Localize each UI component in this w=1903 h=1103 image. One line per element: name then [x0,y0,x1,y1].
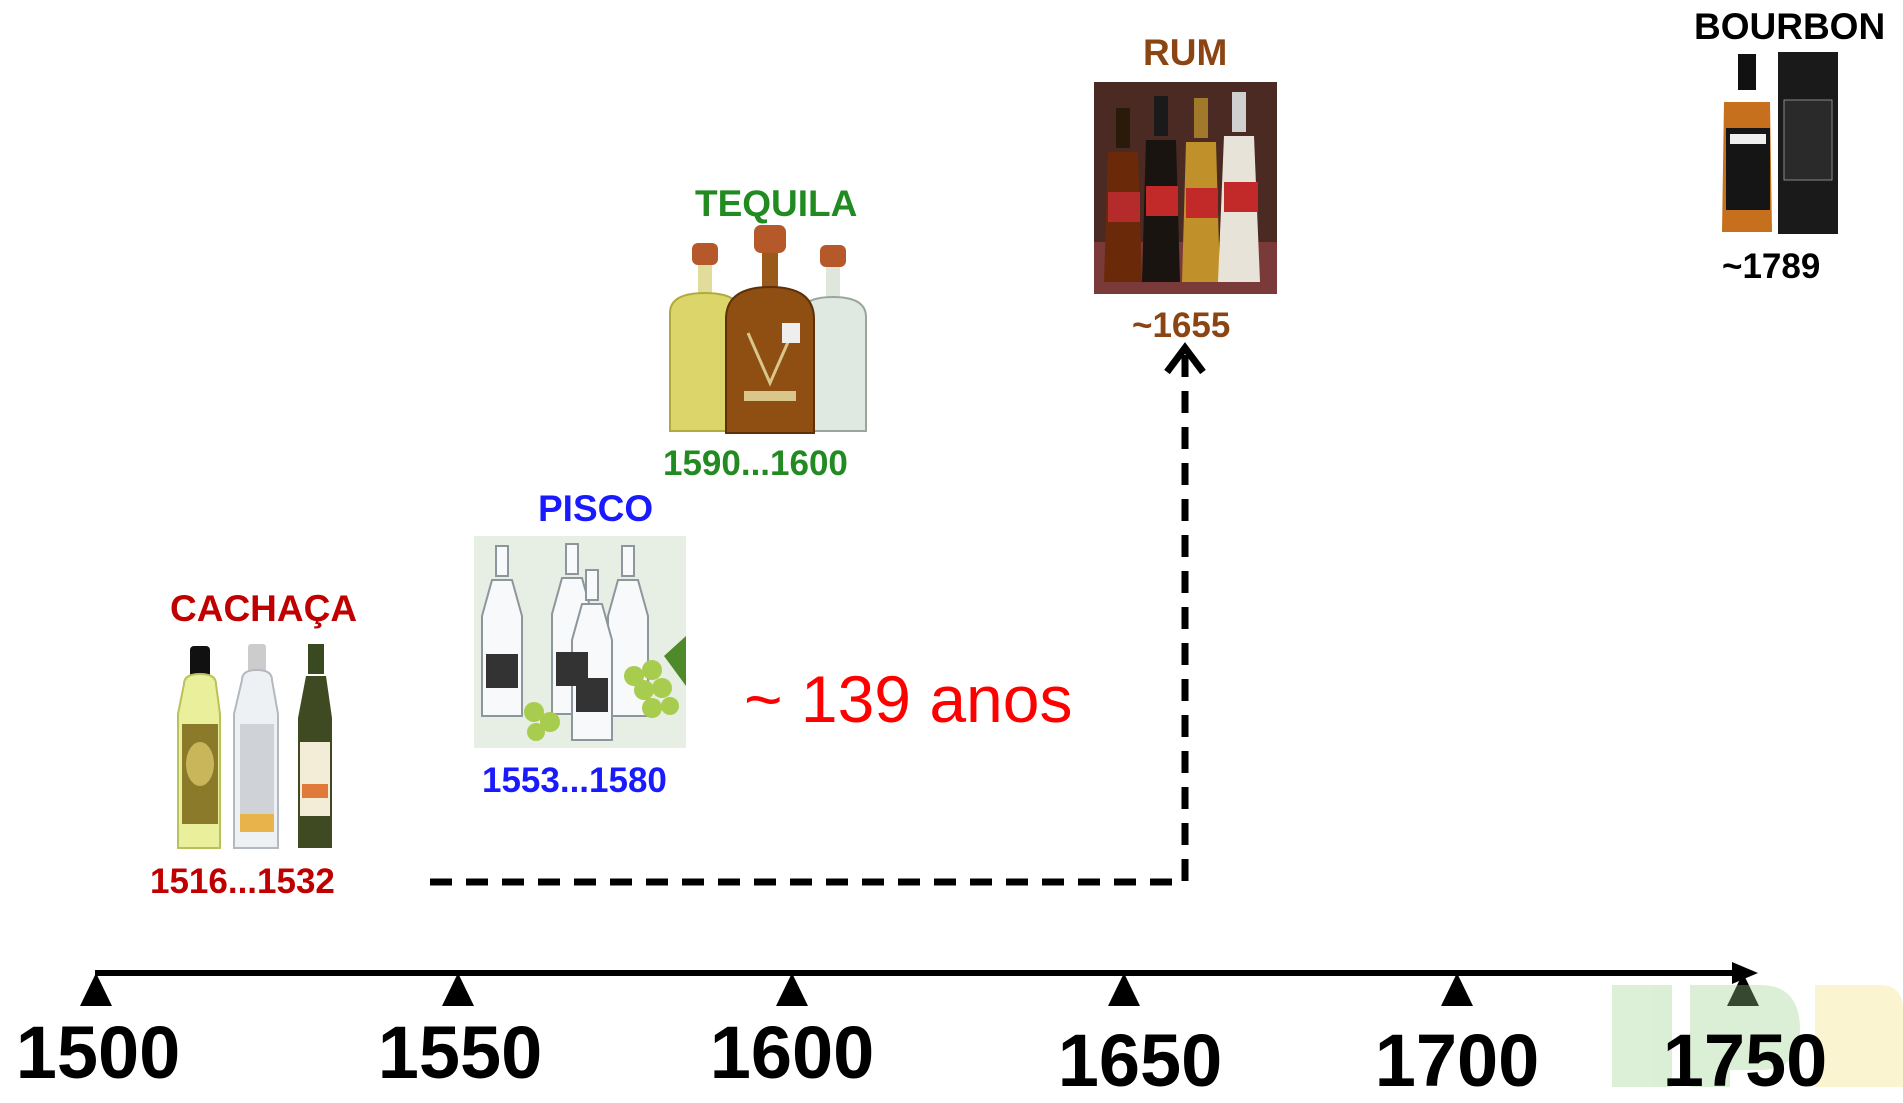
spirit-name-rum: RUM [1143,32,1228,73]
jack-daniels-bottle-and-box-photo [1722,52,1838,234]
tick-marker-1500 [80,973,112,1006]
tick-label-1500: 1500 [15,1011,181,1094]
timeline-arrowhead [1732,962,1758,984]
span-duration-note: ~ 139 anos [744,662,1073,736]
havana-club-rum-bottles-photo [1094,82,1277,294]
tick-label-1600: 1600 [709,1011,875,1094]
three-tequila-bottles-photo [669,225,867,434]
pisco-bottles-with-grapes-photo [474,536,686,748]
spirit-date-tequila: 1590...1600 [663,444,848,483]
tick-label-1700: 1700 [1374,1019,1540,1102]
tick-label-1750: 1750 [1662,1019,1828,1102]
spirit-date-cachaca: 1516...1532 [150,862,335,901]
spirit-name-bourbon: BOURBON [1694,6,1886,47]
spirit-date-bourbon: ~1789 [1722,247,1821,286]
tick-marker-1750 [1727,973,1759,1006]
spirit-date-pisco: 1553...1580 [482,761,667,800]
connector-arrowhead [1164,342,1206,375]
spirit-name-tequila: TEQUILA [695,183,858,224]
spirit-date-rum: ~1655 [1132,306,1231,345]
tick-marker-1600 [776,973,808,1006]
watermark-logo [1612,985,1903,1087]
spirit-name-cachaca: CACHAÇA [170,588,358,629]
three-cachaca-bottles-photo [177,644,332,849]
tick-marker-1650 [1108,973,1140,1006]
tick-label-1650: 1650 [1057,1019,1223,1102]
tick-label-1550: 1550 [377,1011,543,1094]
tick-marker-1700 [1441,973,1473,1006]
spirit-name-pisco: PISCO [538,488,654,529]
tick-marker-1550 [442,973,474,1006]
